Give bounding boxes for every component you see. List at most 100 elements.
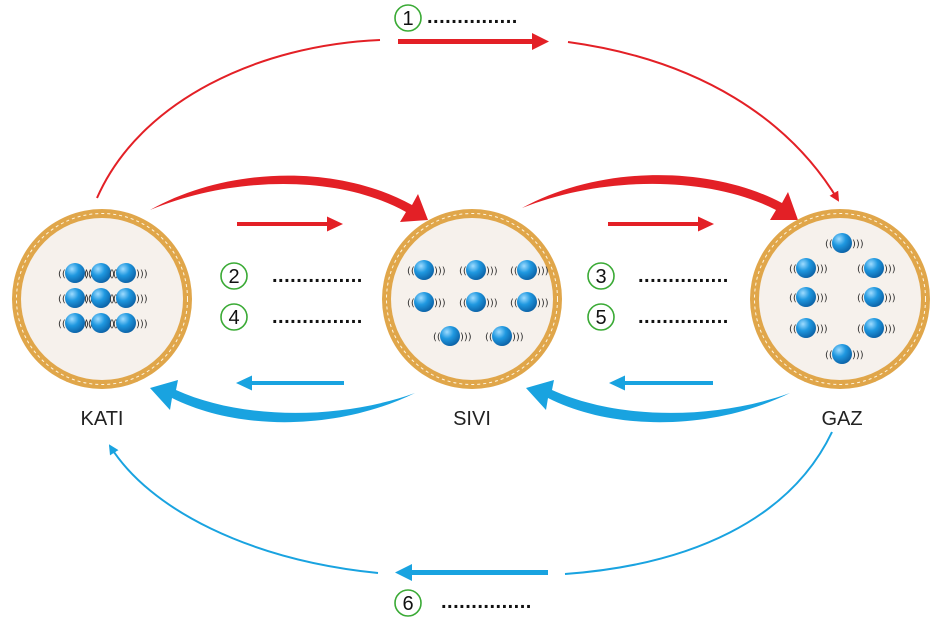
vibration-mark: ))) — [852, 350, 864, 361]
particle-sphere — [864, 258, 884, 278]
particle-sphere — [796, 287, 816, 307]
vibration-mark: ((( — [825, 350, 837, 361]
vibration-mark: ((( — [84, 269, 96, 280]
particle-sphere — [864, 318, 884, 338]
particle: ((())) — [459, 292, 498, 312]
condensation-thick-arrow — [526, 380, 790, 423]
sublimation-arc-right — [567, 41, 840, 202]
particle-sphere — [796, 258, 816, 278]
vibration-mark: ))) — [136, 294, 148, 305]
particle: ((())) — [58, 288, 97, 308]
particle-sphere — [116, 313, 136, 333]
liquid-label: SIVI — [453, 408, 491, 430]
melting-thick-arrow — [150, 175, 428, 222]
transition-6-blank: ............... — [441, 591, 532, 613]
vibration-mark: ))) — [884, 293, 896, 304]
particle: ((())) — [825, 344, 864, 364]
transition-6: 6 ............... — [394, 589, 532, 617]
vibration-mark: ))) — [434, 298, 446, 309]
transition-1-blank: ............... — [427, 6, 518, 28]
vibration-mark: ((( — [109, 269, 121, 280]
particle: ((())) — [109, 263, 148, 283]
particle-sphere — [65, 288, 85, 308]
particle-sphere — [466, 292, 486, 312]
top-red-arrow — [398, 33, 549, 50]
transition-5-blank: ............... — [638, 306, 729, 328]
particle: ((())) — [510, 292, 549, 312]
vibration-mark: ((( — [58, 294, 70, 305]
particle-sphere — [414, 260, 434, 280]
deposition-arc — [564, 431, 833, 575]
vibration-mark: ))) — [460, 332, 472, 343]
vibration-mark: ((( — [433, 332, 445, 343]
transition-1-number: 1 — [402, 8, 413, 30]
particle: ((())) — [857, 318, 896, 338]
transition-5-number: 5 — [595, 307, 606, 329]
vibration-mark: ((( — [789, 324, 801, 335]
particle-sphere — [116, 263, 136, 283]
vibration-mark: ))) — [816, 264, 828, 275]
particle-sphere — [796, 318, 816, 338]
particle-sphere — [466, 260, 486, 280]
particle-sphere — [116, 288, 136, 308]
freezing-straight-arrow — [236, 375, 344, 391]
vibration-mark: ))) — [884, 324, 896, 335]
vibration-mark: ((( — [857, 293, 869, 304]
transition-3-number: 3 — [595, 266, 606, 288]
particle: ((())) — [433, 326, 472, 346]
particle: ((())) — [58, 313, 97, 333]
sublimation-arc — [96, 39, 381, 199]
vibration-mark: ))) — [85, 294, 97, 305]
particle: ((())) — [510, 260, 549, 280]
vibration-mark: ))) — [486, 298, 498, 309]
particle: ((())) — [109, 313, 148, 333]
vibration-mark: ))) — [85, 319, 97, 330]
vibration-mark: ((( — [109, 294, 121, 305]
vibration-mark: ((( — [407, 266, 419, 277]
vibration-mark: ))) — [136, 319, 148, 330]
gas-label: GAZ — [821, 408, 862, 430]
vibration-mark: ((( — [109, 319, 121, 330]
vibration-mark: ((( — [485, 332, 497, 343]
particle: ((())) — [459, 260, 498, 280]
particle-sphere — [65, 313, 85, 333]
particle-sphere — [832, 344, 852, 364]
transition-1: 1 ............... — [394, 4, 518, 32]
vibration-mark: ))) — [434, 266, 446, 277]
vibration-mark: ((( — [789, 264, 801, 275]
transition-5: 5 ............... — [587, 303, 729, 331]
transition-4-blank: ............... — [272, 306, 363, 328]
vibration-mark: ((( — [84, 319, 96, 330]
vibration-mark: ((( — [789, 293, 801, 304]
vibration-mark: ))) — [816, 324, 828, 335]
vibration-mark: ))) — [537, 266, 549, 277]
particle: ((())) — [58, 263, 97, 283]
melting-straight-arrow — [237, 216, 343, 232]
particle-sphere — [91, 263, 111, 283]
transition-2-number: 2 — [228, 266, 239, 288]
particle-sphere — [517, 292, 537, 312]
particle: ((())) — [407, 292, 446, 312]
vibration-mark: ((( — [857, 324, 869, 335]
solid-state-circle: ((()))((()))((()))((()))((()))((()))((()… — [12, 209, 192, 389]
bottom-blue-arrow — [395, 564, 548, 581]
vibration-mark: ))) — [537, 298, 549, 309]
transition-3-blank: ............... — [638, 265, 729, 287]
vibration-mark: ((( — [459, 298, 471, 309]
vibration-mark: ((( — [58, 269, 70, 280]
particle-sphere — [864, 287, 884, 307]
freezing-thick-arrow — [150, 380, 415, 423]
condensation-straight-arrow — [609, 375, 713, 391]
vibration-mark: ((( — [510, 266, 522, 277]
vibration-mark: ))) — [852, 239, 864, 250]
particle-sphere — [492, 326, 512, 346]
vibration-mark: ((( — [407, 298, 419, 309]
particle: ((())) — [789, 287, 828, 307]
particle: ((())) — [857, 258, 896, 278]
particle-sphere — [65, 263, 85, 283]
vibration-mark: ))) — [884, 264, 896, 275]
vaporization-thick-arrow — [522, 175, 798, 220]
transition-4: 4 ............... — [220, 303, 363, 331]
particle: ((())) — [857, 287, 896, 307]
